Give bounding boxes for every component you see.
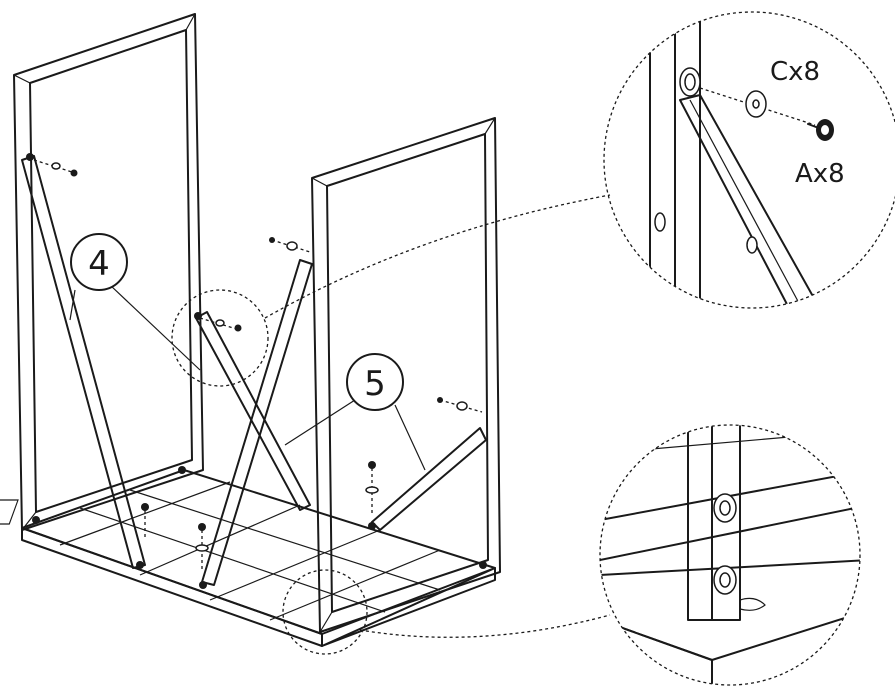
- bottom-base-frame: [0, 469, 496, 647]
- callout-4: 4: [69, 233, 201, 371]
- brace-center: [201, 259, 313, 586]
- zoom-leader-top: [264, 194, 611, 319]
- detail-circle-top: [171, 289, 269, 387]
- brace-right: [371, 427, 487, 531]
- brace-left-2: [195, 311, 311, 511]
- hardware-bolts: [26, 153, 487, 589]
- detail-circle-bottom: [282, 569, 368, 655]
- bolt-label: Ax8: [795, 159, 845, 189]
- zoom-leader-bottom: [359, 614, 611, 638]
- callout-5-label: 5: [364, 364, 386, 404]
- right-side-frame: [311, 117, 501, 633]
- zoom-view-top: Cx8 Ax8: [603, 11, 895, 309]
- callout-5: 5: [284, 353, 426, 471]
- zoom-view-bottom: [599, 424, 861, 686]
- callout-4-label: 4: [88, 244, 110, 284]
- washer-label: Cx8: [770, 57, 820, 87]
- bolt-detail: [807, 119, 834, 141]
